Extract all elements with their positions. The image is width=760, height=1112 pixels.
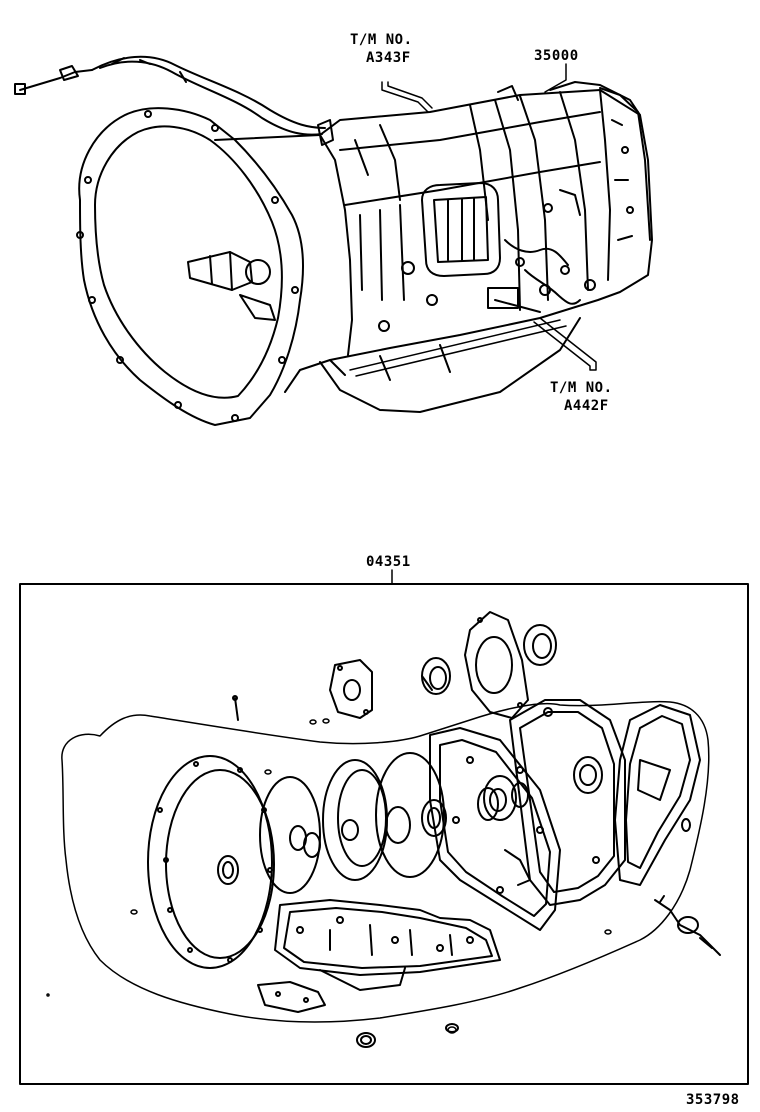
case-outline — [62, 702, 709, 1022]
gasket-kit-drawing — [47, 612, 720, 1047]
extension-housing — [550, 82, 650, 240]
o-rings — [260, 753, 446, 893]
extension-gasket — [510, 700, 625, 905]
part-number-35000: 35000 — [534, 48, 579, 64]
kit-border — [20, 584, 748, 1084]
bell-housing — [77, 108, 303, 425]
oil-seal-left — [422, 658, 450, 694]
transmission-assembly-drawing — [15, 57, 652, 425]
bolt — [233, 696, 238, 720]
tm-number-top-line1: T/M NO. — [350, 32, 413, 48]
center-gasket — [430, 728, 560, 930]
valve-body-gaskets — [258, 900, 500, 1047]
part-number-04351: 04351 — [366, 554, 411, 570]
washers — [47, 719, 611, 1033]
tm-number-bottom-line1: T/M NO. — [550, 380, 613, 396]
tm-number-top-line2: A343F — [366, 50, 411, 66]
leader-a343f — [382, 82, 432, 112]
oil-seal-right — [524, 625, 556, 665]
transmission-case — [215, 86, 652, 412]
side-cover-gasket — [330, 660, 372, 718]
figure-id: 353798 — [686, 1092, 740, 1108]
rear-gasket — [615, 705, 700, 885]
leader-a442f — [534, 318, 596, 370]
leader-35000 — [545, 64, 566, 92]
speed-sensor — [655, 896, 720, 955]
leader-lines-top — [382, 64, 596, 370]
pump-gasket — [148, 756, 274, 968]
control-cable — [15, 57, 325, 135]
gasket-kit-frame — [20, 570, 748, 1084]
transfer-gasket — [465, 612, 528, 718]
tm-number-bottom-line2: A442F — [564, 398, 609, 414]
